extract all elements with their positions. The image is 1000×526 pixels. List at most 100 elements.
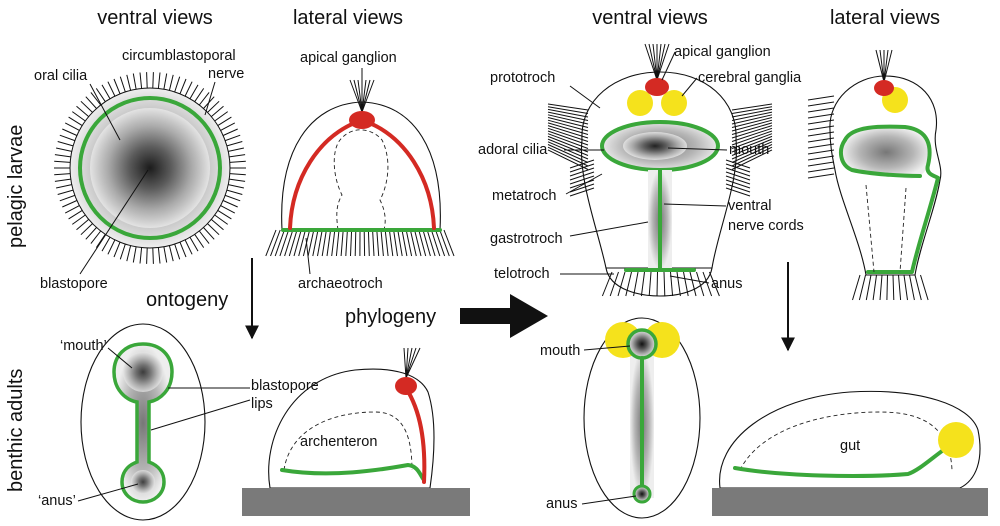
cilium	[108, 82, 115, 96]
label-gastrotroch: gastrotroch	[490, 231, 563, 247]
tuft-cilium	[354, 80, 362, 112]
side-label-benthic: benthic adults	[5, 369, 27, 492]
label-ventral-nerve: ventral	[728, 198, 772, 214]
cilium	[120, 77, 125, 92]
tuft-cilium	[657, 44, 665, 80]
cilium	[77, 106, 89, 116]
label-blastopore: blastopore	[40, 276, 108, 292]
cilium	[195, 234, 204, 247]
label-mouth-quoted: ‘mouth’	[60, 338, 107, 354]
cilium	[127, 246, 131, 262]
cilium	[275, 230, 284, 256]
cilium	[230, 161, 246, 162]
cilium	[185, 240, 192, 254]
cilium	[228, 185, 244, 188]
cilium	[164, 74, 167, 90]
cilium	[381, 230, 383, 256]
telotroch-cilium	[899, 275, 901, 300]
apical-nerve-right	[362, 120, 434, 228]
cilium	[227, 142, 242, 146]
cilium	[211, 106, 223, 116]
cilium	[169, 75, 173, 91]
cilium	[223, 129, 238, 136]
telotroch-cilium	[657, 272, 658, 296]
cilium	[158, 73, 160, 89]
cilium	[230, 174, 246, 175]
label-circumblastoporal: circumblastoporal	[122, 48, 236, 64]
gut-dash-2	[900, 188, 906, 272]
cilium	[204, 228, 215, 240]
cilium	[91, 231, 101, 244]
leader-anus-adult	[582, 496, 636, 504]
archaeotroch-cilia	[266, 230, 454, 256]
cilium	[436, 230, 445, 256]
cilium	[215, 112, 228, 121]
lateral-cilium	[808, 162, 834, 166]
cilium	[394, 230, 398, 256]
label-anus-larva: anus	[711, 276, 742, 292]
metatroch-cilium	[726, 164, 750, 172]
substrate-left	[242, 488, 470, 516]
cilium	[215, 215, 228, 224]
cilium	[190, 237, 198, 251]
label-prototroch: prototroch	[490, 70, 555, 86]
cilium	[313, 230, 318, 256]
label-anus-adult: anus	[546, 496, 577, 512]
metatroch-cilium	[726, 176, 750, 184]
cilium	[266, 230, 276, 256]
mouth-region-quoted	[123, 352, 163, 392]
tuft-cilium	[649, 44, 657, 80]
telotroch-cilium	[893, 275, 894, 300]
cilium	[195, 88, 204, 101]
leader-archaeotroch	[306, 238, 310, 274]
label-apical-ganglion-right: apical ganglion	[674, 44, 771, 60]
leader-prototroch	[570, 86, 600, 108]
cerebral-ganglion-left	[627, 90, 653, 116]
cilium	[332, 230, 335, 256]
label-anus-quoted: ‘anus’	[38, 493, 76, 509]
cilium	[218, 117, 232, 126]
cilium	[346, 230, 348, 256]
cilium	[158, 248, 160, 264]
cilium	[341, 230, 343, 256]
telotroch-cilium	[921, 275, 929, 300]
cilium	[208, 101, 220, 112]
telotroch-cilium	[853, 275, 861, 300]
cilium	[423, 230, 430, 256]
header-lateral-left: lateral views	[293, 7, 403, 29]
leader-lips-bottom	[151, 400, 250, 430]
label-mouth-adult: mouth	[540, 343, 580, 359]
header-ventral-left: ventral views	[97, 7, 213, 29]
cilium	[58, 190, 73, 194]
cilium	[140, 73, 142, 89]
cilium	[147, 72, 148, 88]
leader-ventral-nerve	[664, 204, 726, 206]
cilium	[96, 88, 105, 101]
cilium	[81, 101, 93, 112]
label-phylogeny: phylogeny	[345, 306, 436, 328]
cilium	[96, 234, 105, 247]
side-label-pelagic: pelagic larvae	[5, 125, 27, 248]
lateral-cilium	[808, 168, 834, 172]
label-blastopore-lips: blastopore	[251, 378, 319, 394]
telotroch-cilium	[915, 275, 921, 300]
cilium	[60, 135, 75, 140]
cilium	[175, 244, 180, 259]
cilium	[56, 148, 72, 151]
cilium	[54, 161, 70, 162]
label-metatroch: metatroch	[492, 188, 556, 204]
telotroch-cilium	[602, 272, 612, 296]
cilium	[72, 112, 85, 121]
cilium	[190, 85, 198, 99]
label-ontogeny: ontogeny	[146, 289, 228, 311]
larva-lateral-trochophore	[808, 50, 941, 300]
cilium	[225, 195, 240, 200]
telotroch-cilium	[910, 275, 915, 300]
telotroch-cilium	[866, 275, 871, 300]
larva-mouth	[623, 132, 687, 160]
cilium	[229, 179, 245, 181]
cilium	[114, 242, 120, 257]
telotroch-cilium	[904, 275, 908, 300]
cilium	[318, 230, 323, 256]
